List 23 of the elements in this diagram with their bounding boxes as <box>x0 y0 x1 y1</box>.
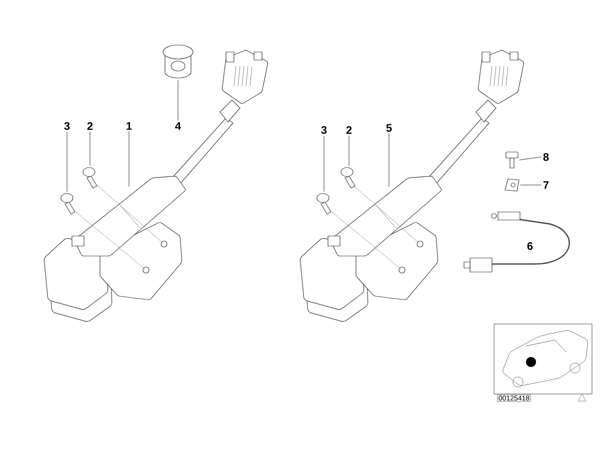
leader-line <box>388 133 390 188</box>
callout-number: 3 <box>321 126 327 134</box>
bolt-drawing <box>340 167 356 188</box>
callout-number: 2 <box>346 126 352 134</box>
leader-line <box>348 135 350 166</box>
leader-line <box>66 131 68 192</box>
clip-drawing <box>504 178 520 192</box>
callout-number: 3 <box>64 122 70 130</box>
steering-lock-drawing <box>300 176 442 322</box>
leader-line <box>520 184 542 186</box>
steering-lock-drawing <box>44 176 186 322</box>
callout-number: 7 <box>543 181 549 189</box>
bolt-drawing <box>82 167 98 188</box>
callout-number: 1 <box>126 122 132 130</box>
callout-number: 2 <box>87 122 93 130</box>
callout-number: 4 <box>175 122 181 130</box>
callout-number: 5 <box>386 124 392 132</box>
cable-drawing <box>464 212 570 272</box>
leader-line <box>128 131 130 188</box>
bolt-drawing <box>506 152 518 168</box>
grommet-drawing <box>162 44 194 78</box>
callout-number: 8 <box>543 153 549 161</box>
leader-line <box>518 156 542 160</box>
